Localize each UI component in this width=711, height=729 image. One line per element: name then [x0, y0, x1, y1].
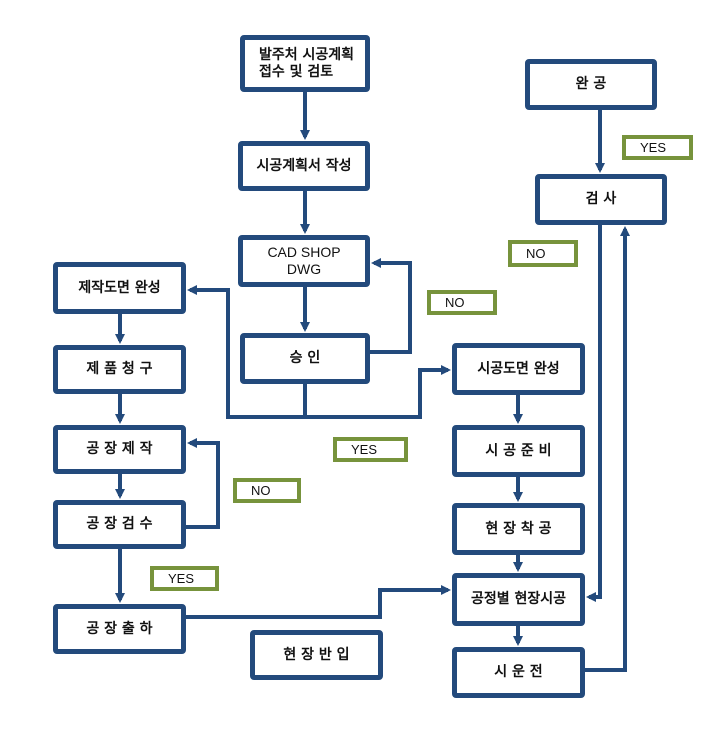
- arrow-approve-fab-drawing: [187, 285, 305, 419]
- arrow-inspect-no-loop: [186, 438, 220, 529]
- node-review: 발주처 시공계획 접수 및 검토: [240, 35, 370, 92]
- arrow-ship-sitework: [186, 585, 451, 619]
- node-order: 제 품 청 구: [53, 345, 186, 394]
- node-approve: 승 인: [240, 333, 370, 384]
- node-const-drawing: 시공도면 완성: [452, 343, 585, 395]
- label-yes-complete: YES: [622, 135, 693, 160]
- node-fab-inspect: 공 장 검 수: [53, 500, 186, 549]
- node-inspect: 검 사: [535, 174, 667, 225]
- node-prep: 시 공 준 비: [452, 425, 585, 477]
- node-complete: 완 공: [525, 59, 657, 110]
- arrow-approve-const-drawing: [305, 365, 451, 419]
- node-ship: 공 장 출 하: [53, 604, 186, 654]
- label-no-fab: NO: [233, 478, 301, 503]
- node-fab: 공 장 제 작: [53, 425, 186, 474]
- node-plan: 시공계획서 작성: [238, 141, 370, 191]
- node-fab-drawing: 제작도면 완성: [53, 262, 186, 314]
- node-start: 현 장 착 공: [452, 503, 585, 555]
- node-cad-shop-dwg: CAD SHOP DWG: [238, 235, 370, 287]
- node-test-run: 시 운 전: [452, 647, 585, 698]
- label-yes-approve: YES: [333, 437, 408, 462]
- arrow-approve-no-loop: [370, 258, 412, 354]
- label-yes-fab: YES: [150, 566, 219, 591]
- label-no-inspect: NO: [508, 240, 578, 267]
- arrow-inspect-sitework: [586, 225, 602, 602]
- node-delivery: 현 장 반 입: [250, 630, 383, 680]
- arrow-testrun-inspect: [585, 226, 630, 672]
- label-no-approve: NO: [427, 290, 497, 315]
- node-site-work: 공정별 현장시공: [452, 573, 585, 626]
